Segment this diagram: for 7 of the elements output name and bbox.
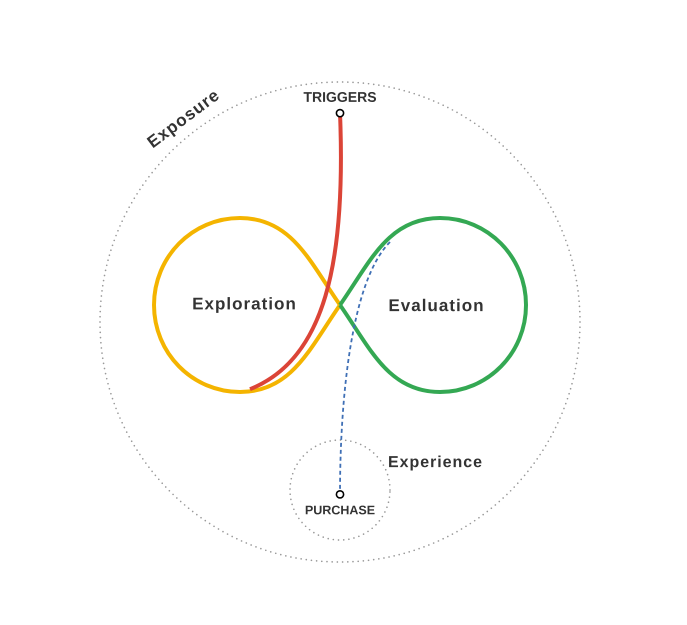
stage-label: TRIGGERS [304, 92, 376, 102]
loop-shape: Exploration [152, 216, 342, 394]
connector-line [336, 241, 391, 499]
stage-label: PURCHASE [306, 506, 375, 514]
node-label: Experience [389, 456, 482, 470]
loop-shape: Evaluation [338, 216, 528, 394]
connector-line [249, 108, 344, 391]
